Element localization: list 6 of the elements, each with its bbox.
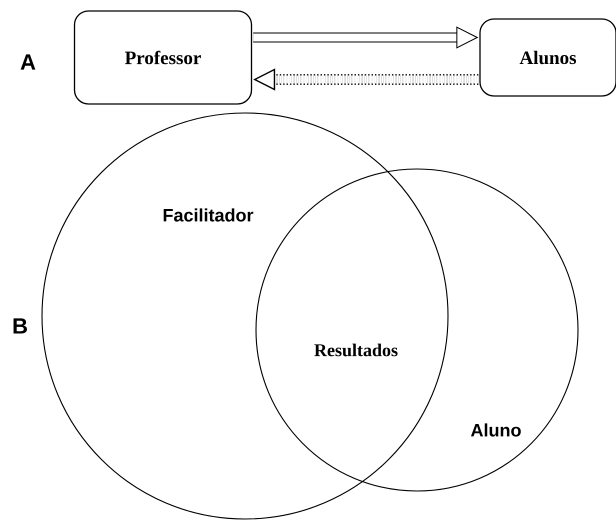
overlap-label: Resultados (314, 344, 398, 356)
rounded-box: Professor (74, 10, 252, 105)
panel-letter: A (20, 54, 36, 70)
circle-label: Aluno (470, 423, 521, 437)
rounded-box: Alunos (479, 18, 616, 97)
circle-label: Facilitador (164, 208, 254, 222)
